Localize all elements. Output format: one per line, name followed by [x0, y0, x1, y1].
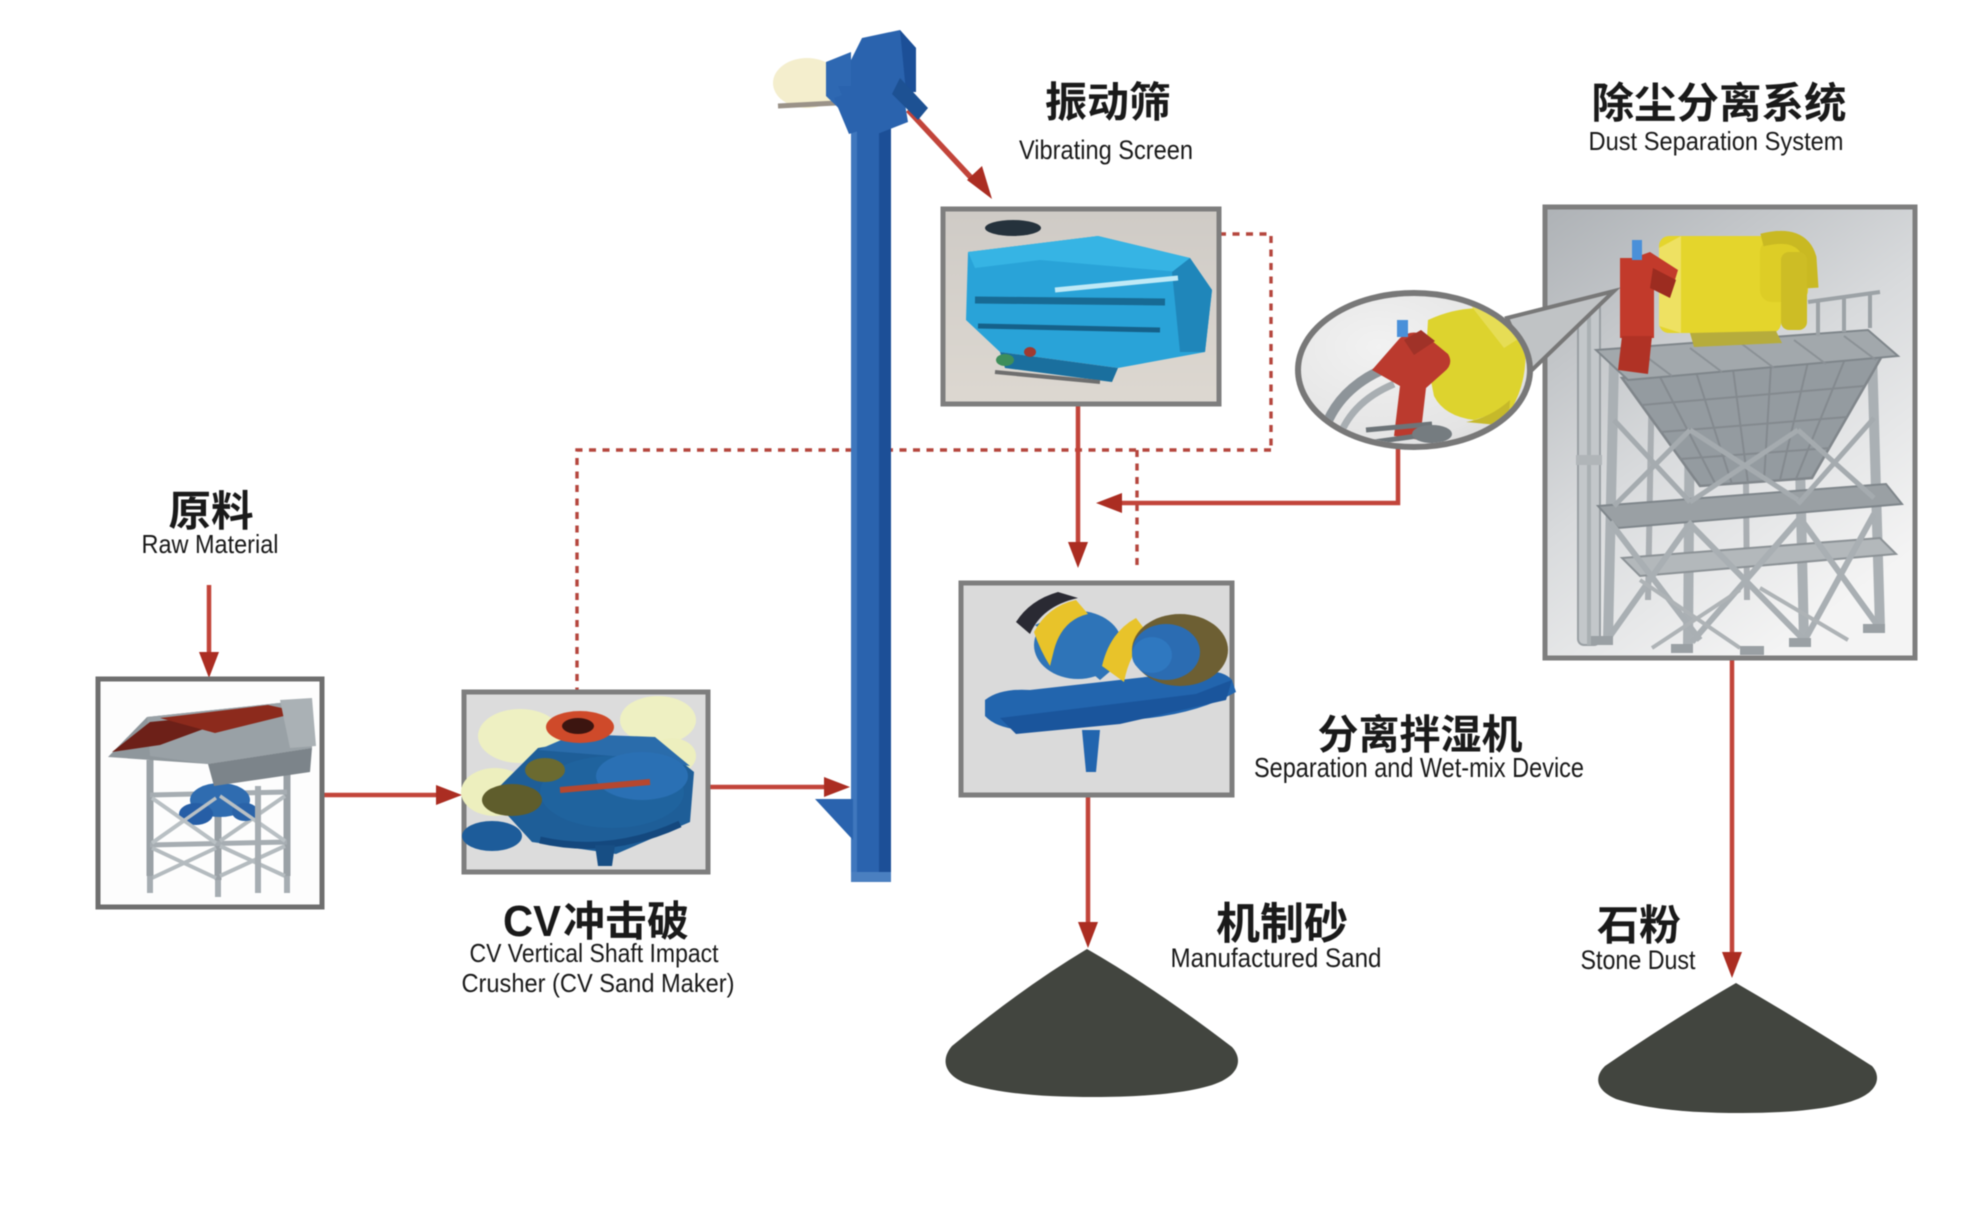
svg-text:Crusher (CV Sand Maker): Crusher (CV Sand Maker) — [462, 968, 735, 998]
svg-text:Manufactured Sand: Manufactured Sand — [1171, 943, 1382, 973]
svg-text:CV Vertical Shaft Impact: CV Vertical Shaft Impact — [470, 938, 720, 968]
svg-text:Stone Dust: Stone Dust — [1581, 945, 1696, 975]
svg-text:Separation and Wet-mix Device: Separation and Wet-mix Device — [1254, 752, 1584, 783]
svg-text:Dust Separation System: Dust Separation System — [1589, 126, 1844, 156]
svg-text:Raw Material: Raw Material — [142, 529, 279, 559]
svg-text:CV: CV — [503, 897, 562, 946]
svg-text:Vibrating Screen: Vibrating Screen — [1019, 135, 1193, 165]
